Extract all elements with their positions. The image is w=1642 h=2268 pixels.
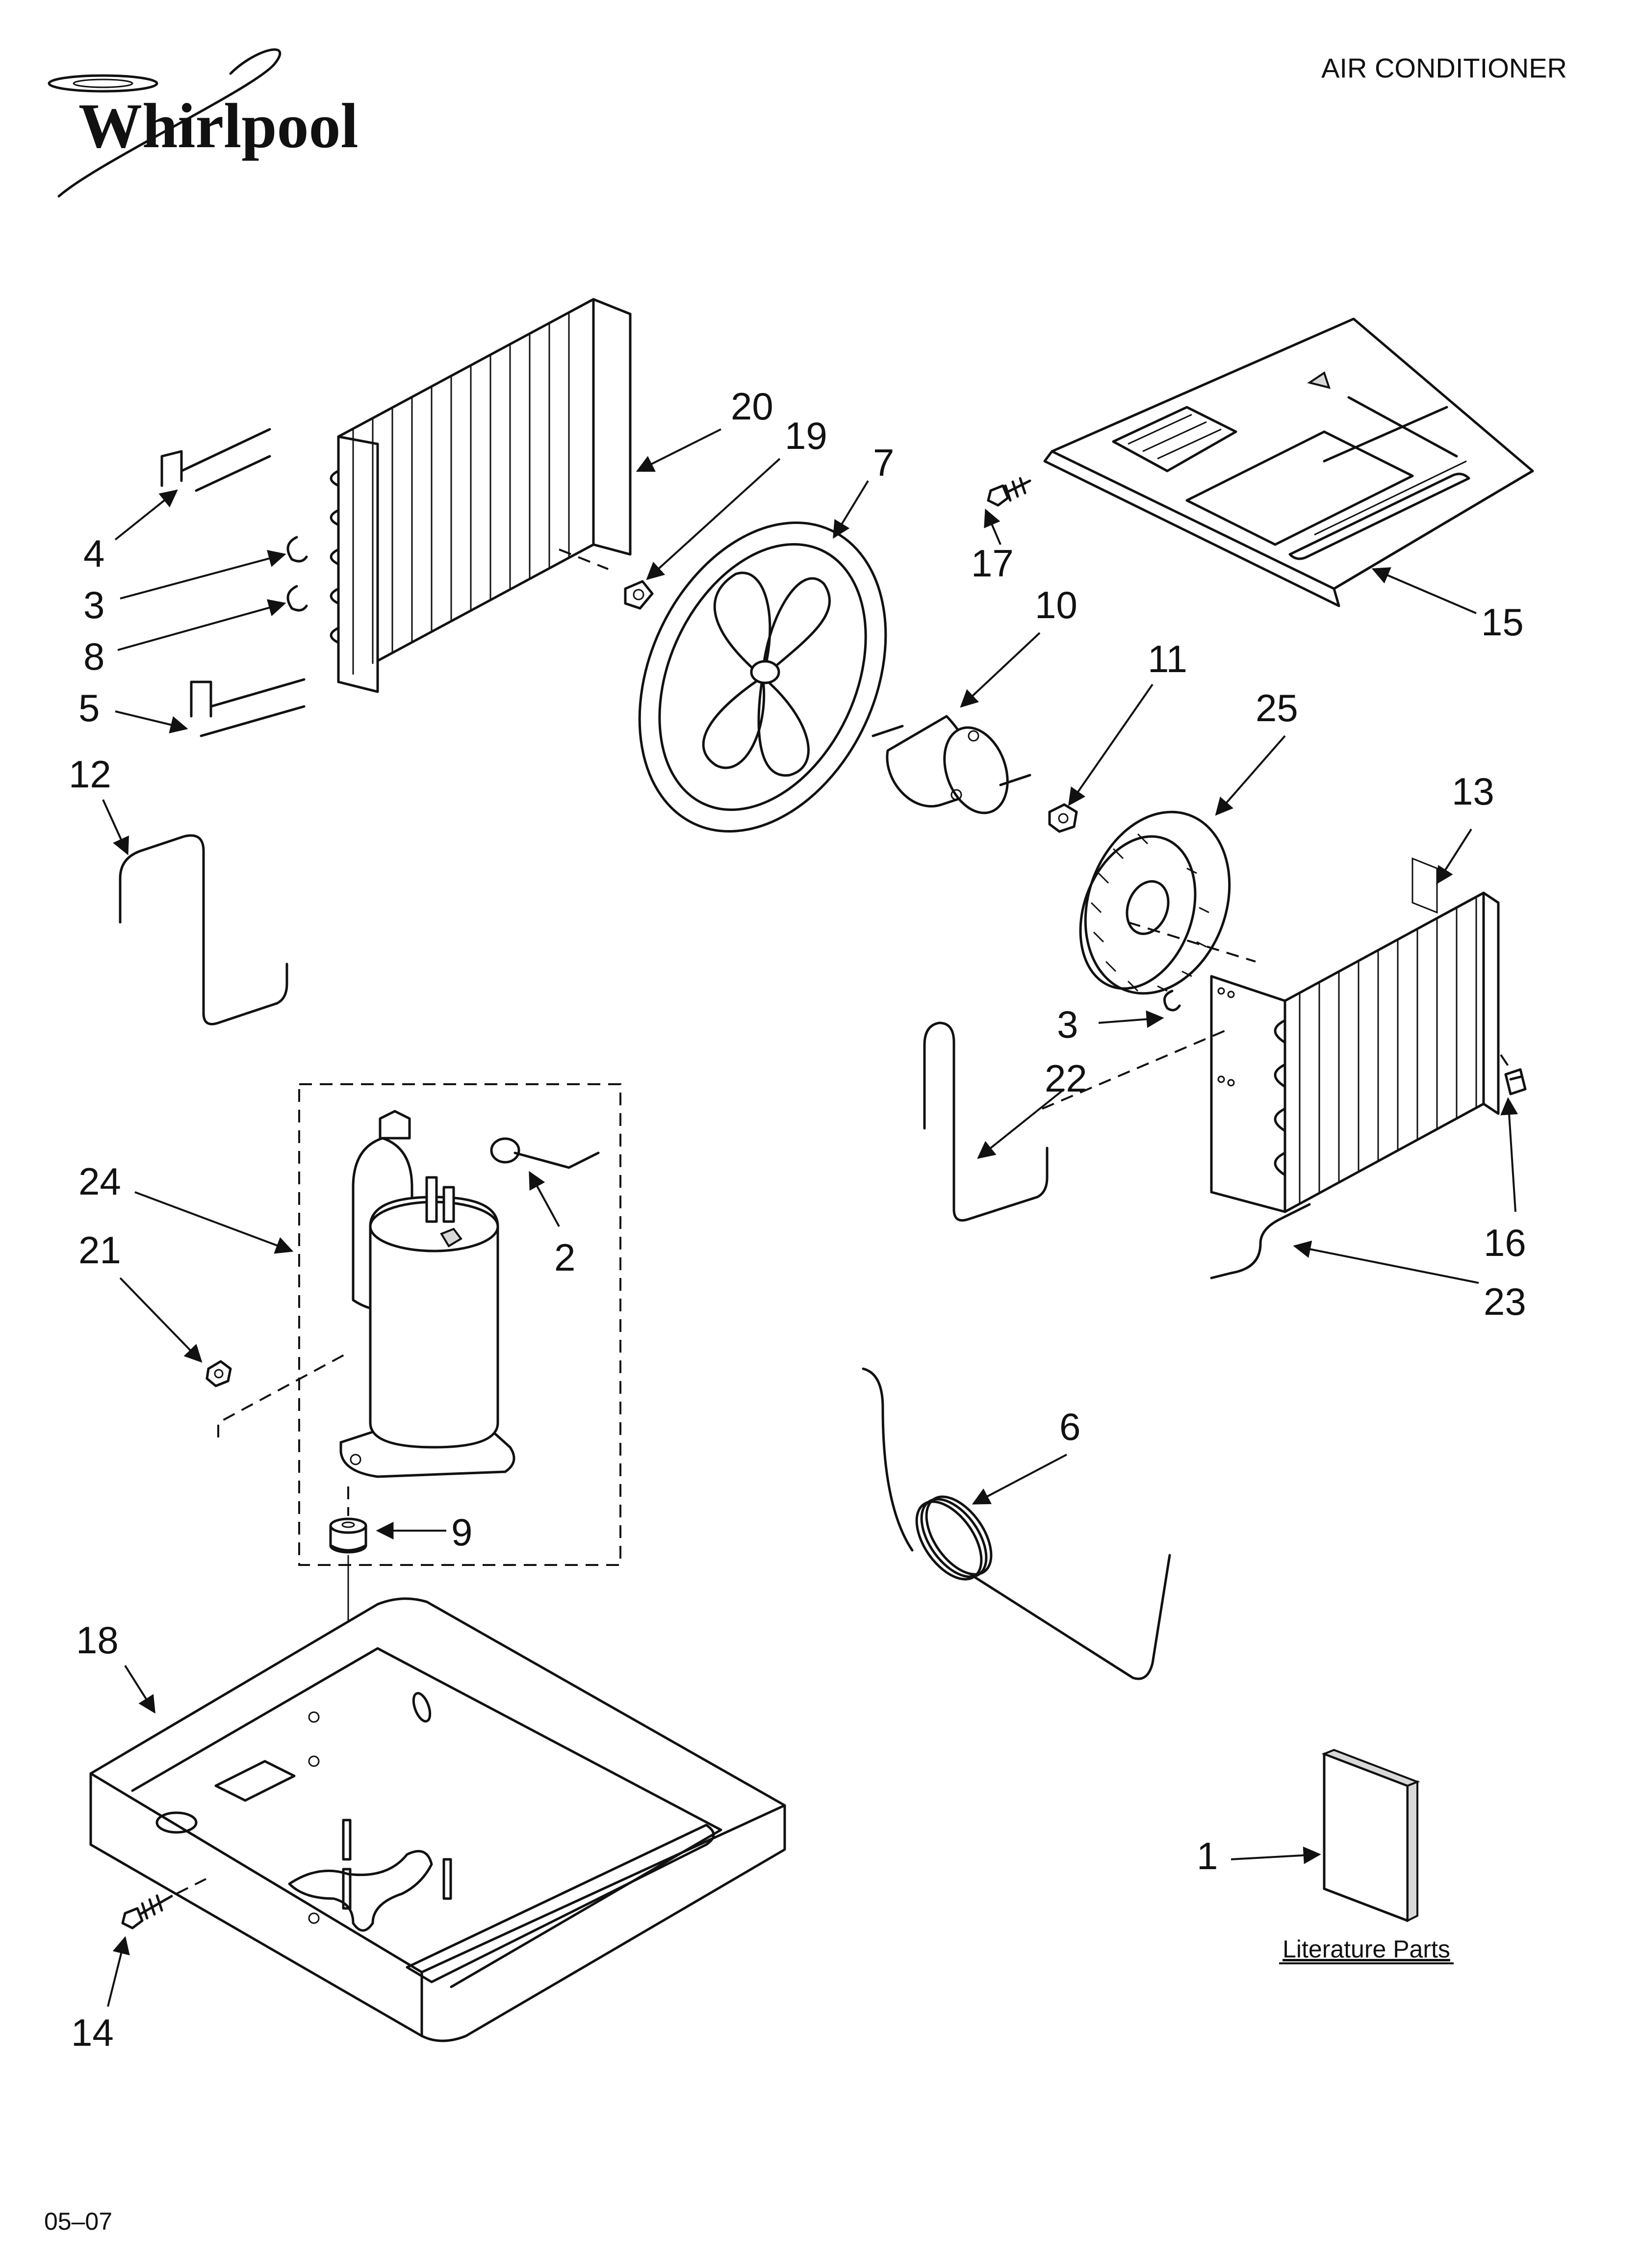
callout-15: 15 [1481,600,1524,644]
callout-1: 1 [1197,1834,1218,1877]
callout-10: 10 [1035,583,1078,626]
logo-swirl-icon [48,74,158,93]
callout-25: 25 [1256,686,1298,730]
callout-12: 12 [69,753,111,796]
callout-16: 16 [1484,1221,1526,1264]
connector-tube-23 [1210,1203,1311,1279]
screw-14 [121,1894,173,1929]
callout-labels: 20 19 7 4 3 8 5 12 10 11 25 13 17 15 3 2… [69,385,1526,2054]
nut-19 [624,580,654,610]
callout-6: 6 [1059,1405,1080,1448]
connector-tube-12 [119,834,288,1025]
nut-21 [205,1360,232,1387]
callout-19: 19 [785,414,827,457]
callout-3: 3 [83,583,104,626]
literature-parts-label: Literature Parts [1283,1935,1450,1963]
tube-clip-3 [286,536,308,563]
compressor-group-outline [298,1083,621,1566]
callout-11: 11 [1148,637,1187,680]
brand-logo: Whirlpool [48,48,359,198]
capillary-tube [862,1367,1171,1680]
callout-8: 8 [83,635,104,678]
grommet-9 [329,1517,367,1554]
callout-9: 9 [451,1511,472,1554]
connector-tube-4 [160,428,271,492]
diagram-category: AIR CONDITIONER [1321,52,1567,83]
callout-13: 13 [1452,770,1494,813]
overload-protector-2 [490,1137,600,1169]
callout-23: 23 [1484,1280,1526,1323]
callout-22: 22 [1045,1057,1087,1100]
callout-7: 7 [873,441,894,484]
connector-tube-5 [190,678,306,737]
callout-5: 5 [78,686,100,730]
base-pan [89,1597,786,2042]
top-shroud [1043,317,1534,607]
tube-clip-3-right [1163,990,1181,1012]
connector-tube-22 [923,1021,1049,1222]
compressor [339,1110,515,1478]
bracket-16 [1504,1068,1527,1095]
callout-20: 20 [731,385,773,428]
diagram-code: 05–07 [44,2208,112,2235]
callout-leaders [102,428,1518,2007]
callout-17: 17 [971,542,1014,585]
nut-11 [1048,803,1078,833]
screw-17 [987,477,1031,507]
brand-name: Whirlpool [78,91,359,161]
tube-clip-8 [286,585,308,612]
condenser-coil [330,298,632,693]
evaporator-coil [1210,857,1512,1213]
literature-booklet [1321,1748,1420,1923]
callout-2: 2 [554,1236,575,1279]
callout-3-right: 3 [1057,1003,1078,1046]
fan-blade [638,521,887,833]
blower-wheel [1079,810,1256,995]
callout-24: 24 [78,1160,121,1203]
callout-18: 18 [76,1618,119,1662]
callout-4: 4 [83,532,104,575]
fan-motor [872,715,1031,814]
callout-21: 21 [78,1228,121,1272]
callout-14: 14 [71,2011,114,2054]
